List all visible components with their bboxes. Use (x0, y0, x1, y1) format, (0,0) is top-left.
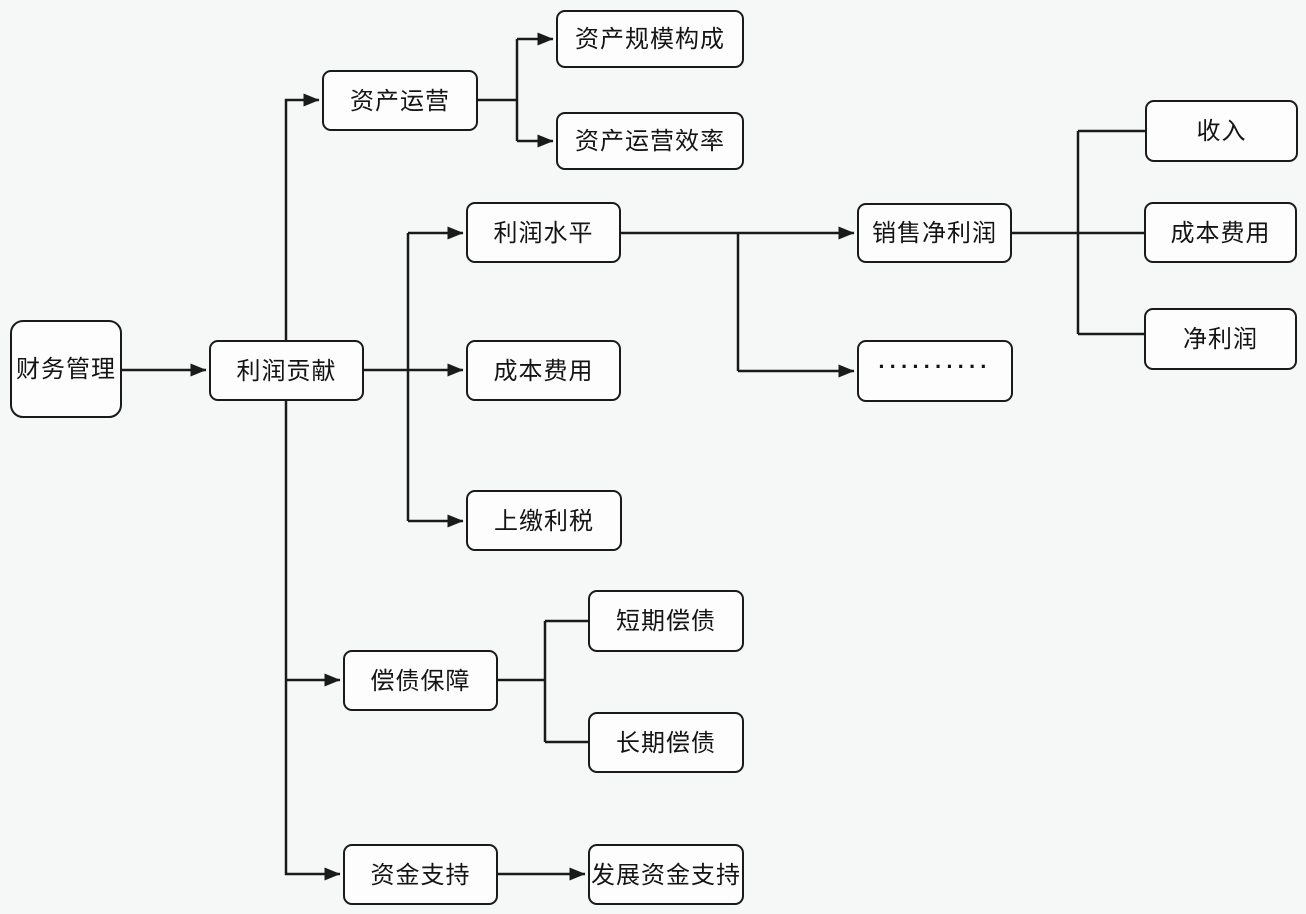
node-label: 成本费用 (1170, 219, 1271, 247)
node-revenue: 收入 (1145, 100, 1298, 162)
node-cost-expense: 成本费用 (466, 340, 621, 401)
node-label: 资产规模构成 (575, 26, 725, 53)
node-label: 偿债保障 (370, 667, 471, 695)
node-ellipsis: ·········· (857, 340, 1013, 402)
node-label: 销售净利润 (872, 220, 997, 247)
node-label: 长期偿债 (616, 729, 716, 757)
node-tax-payment: 上缴利税 (466, 490, 622, 551)
node-profit-level: 利润水平 (466, 202, 621, 263)
node-label: 成本费用 (493, 357, 594, 385)
node-development-fund-support: 发展资金支持 (588, 844, 744, 905)
edge-asset-operation-split (478, 39, 519, 141)
node-label: 资金支持 (370, 861, 471, 889)
node-label: 财务管理 (16, 356, 116, 383)
edge-profit-contribution-to-asset-operation (284, 93, 320, 340)
node-profit-contribution: 利润贡献 (209, 340, 364, 401)
node-cost-expense-detail: 成本费用 (1144, 202, 1297, 263)
node-label: 利润水平 (493, 219, 594, 247)
node-label: 利润贡献 (236, 357, 337, 385)
node-long-term-debt: 长期偿债 (588, 712, 744, 773)
node-debt-repayment-guarantee: 偿债保障 (343, 650, 498, 711)
node-net-profit: 净利润 (1144, 308, 1297, 370)
node-sales-net-profit: 销售净利润 (857, 203, 1012, 263)
node-short-term-debt: 短期偿债 (588, 590, 744, 652)
node-label: 收入 (1196, 118, 1247, 145)
node-label: 净利润 (1183, 326, 1258, 353)
node-label: 上缴利税 (494, 507, 594, 535)
node-label: ·········· (878, 354, 992, 379)
node-asset-operation: 资产运营 (322, 70, 478, 131)
edge-debt-guarantee-split (498, 621, 547, 742)
edge-profit-contribution-to-fund-support (284, 400, 341, 881)
node-asset-scale-composition: 资产规模构成 (556, 10, 744, 68)
node-label: 资产运营效率 (575, 128, 725, 155)
node-financial-management: 财务管理 (10, 320, 122, 418)
node-label: 资产运营 (350, 87, 450, 115)
node-asset-operation-efficiency: 资产运营效率 (556, 112, 744, 170)
node-fund-support: 资金支持 (343, 844, 498, 905)
node-label: 发展资金支持 (591, 861, 741, 889)
node-label: 短期偿债 (616, 608, 716, 635)
